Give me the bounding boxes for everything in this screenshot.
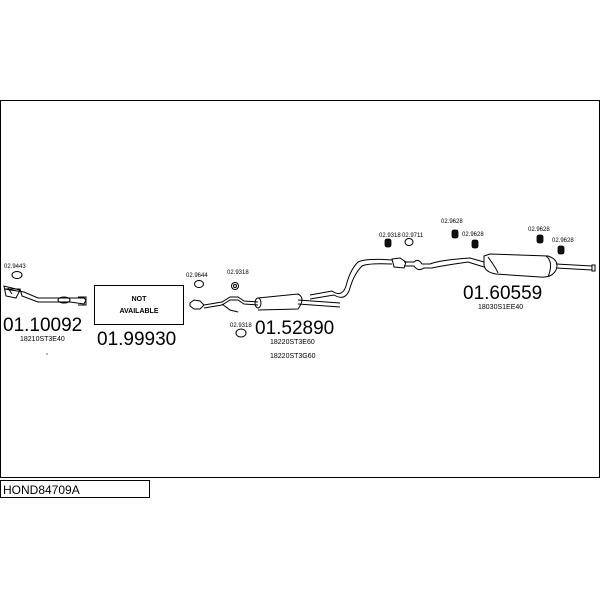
fitting-label-a: 02.9443 (4, 264, 26, 270)
front-pipe (3, 285, 87, 306)
fitting-label-c: 02.9318 (227, 270, 249, 276)
not-available-line-2: AVAILABLE (119, 308, 158, 315)
hanger-b (194, 280, 204, 288)
fitting-label-b: 02.9644 (186, 273, 208, 279)
part-number-1: 01.10092 (3, 315, 82, 336)
connecting-pipe (309, 258, 393, 300)
not-available-box (94, 285, 184, 325)
diagram-code: HOND84709A (3, 483, 80, 497)
not-available-line-1: NOT (132, 296, 148, 303)
fitting-label-i: 02.9628 (528, 227, 550, 233)
middle-silencer (189, 293, 341, 313)
fitting-label-g: 02.9628 (441, 219, 463, 225)
hanger-c (231, 282, 239, 290)
part-number-4: 01.60559 (463, 283, 542, 304)
fitting-gasket (11, 271, 23, 279)
fitting-label-d: 02.9318 (230, 323, 252, 329)
code-box (0, 480, 150, 498)
rear-hangers (384, 229, 565, 255)
fitting-label-e: 02.9318 (379, 233, 401, 239)
part-number-2: 01.99930 (97, 329, 176, 350)
part-number-3: 01.52890 (255, 318, 334, 339)
fitting-label-h: 02.9628 (462, 232, 484, 238)
part-ref-1: 18210ST3E40 (20, 336, 65, 343)
hanger-d (235, 328, 247, 338)
dot-mark (46, 353, 48, 355)
part-ref-4: 18030S1EE40 (478, 304, 523, 311)
fitting-label-j: 02.9628 (552, 238, 574, 244)
rear-silencer (391, 253, 596, 278)
fitting-label-f: 02.9711 (402, 233, 424, 239)
part-ref-3a: 18220ST3E60 (270, 339, 315, 346)
part-ref-3b: 18220ST3G60 (270, 353, 316, 360)
